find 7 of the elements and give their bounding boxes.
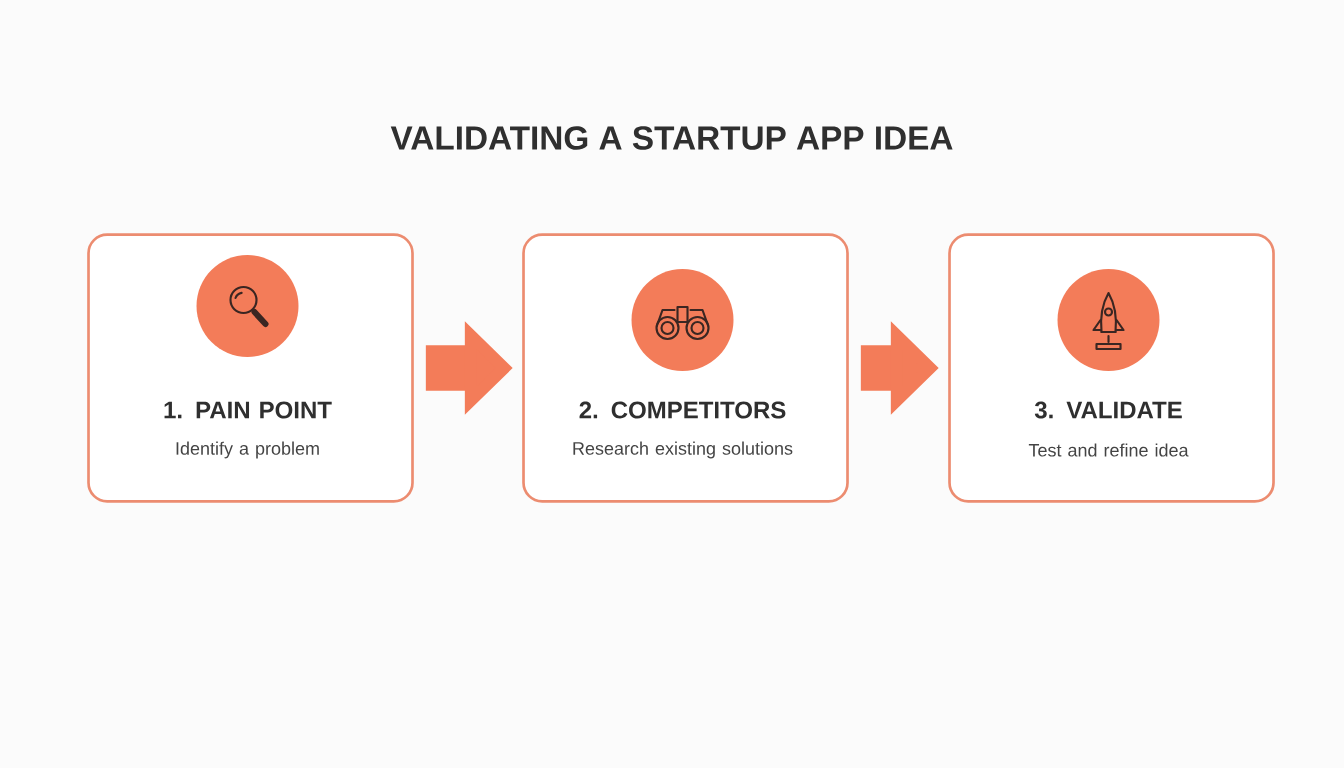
step-description: Research existing solutions (573, 441, 793, 459)
step-title: 3. VALIDATE (1034, 401, 1182, 419)
step-title: 2. COMPETITORS (579, 401, 786, 419)
step-description: Identify a problem (176, 441, 319, 459)
title: VALIDATING A STARTUP APP IDEA (390, 126, 953, 150)
step-description: Test and refine idea (1028, 443, 1189, 457)
step-title: 1. PAIN POINT (164, 401, 332, 419)
